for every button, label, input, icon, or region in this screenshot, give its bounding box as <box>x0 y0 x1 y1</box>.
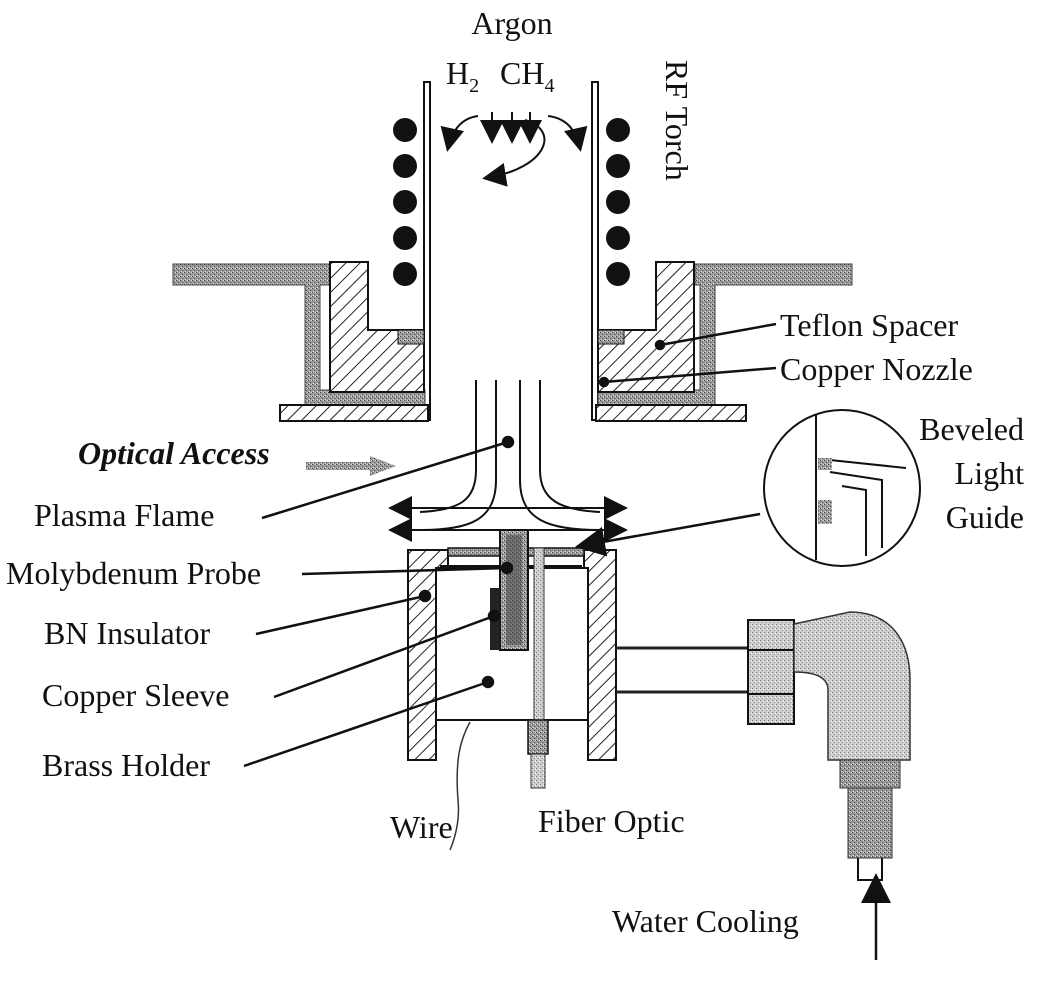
label-h2: H2 <box>446 55 479 97</box>
copper-nozzle-left <box>397 329 425 345</box>
labels: Argon H2 CH4 RF Torch Teflon Spacer Copp… <box>6 5 1024 939</box>
water-cooling-fitting <box>616 611 911 881</box>
label-bn-insulator: BN Insulator <box>44 615 211 651</box>
label-molybdenum-probe: Molybdenum Probe <box>6 555 261 591</box>
flange-right <box>595 404 747 422</box>
flange-left <box>279 404 429 422</box>
wire <box>449 721 471 851</box>
label-copper-sleeve: Copper Sleeve <box>42 677 230 713</box>
optical-access-arrow-icon <box>306 456 396 476</box>
label-brass-holder: Brass Holder <box>42 747 210 783</box>
leader-lines <box>243 322 777 768</box>
label-argon: Argon <box>471 5 552 41</box>
teflon-spacer-right <box>597 261 695 393</box>
label-light: Light <box>955 455 1024 491</box>
label-optical-access: Optical Access <box>78 435 270 471</box>
label-copper-nozzle: Copper Nozzle <box>780 351 973 387</box>
copper-nozzle-right <box>597 329 625 345</box>
rf-coil-icon <box>393 118 630 286</box>
rf-torch <box>393 81 630 421</box>
label-fiber-optic: Fiber Optic <box>538 803 685 839</box>
label-water-cooling: Water Cooling <box>612 903 799 939</box>
label-beveled: Beveled <box>919 411 1024 447</box>
label-ch4: CH4 <box>500 55 554 97</box>
label-rf-torch: RF Torch <box>659 60 695 181</box>
label-guide: Guide <box>946 499 1024 535</box>
label-plasma-flame: Plasma Flame <box>34 497 214 533</box>
flow-arrow-icon <box>440 112 588 187</box>
beveled-light-guide-inset <box>763 409 921 567</box>
nozzle-assembly <box>172 261 853 422</box>
label-wire: Wire <box>390 809 453 845</box>
label-teflon-spacer: Teflon Spacer <box>780 307 958 343</box>
fiber-optic <box>527 547 549 789</box>
